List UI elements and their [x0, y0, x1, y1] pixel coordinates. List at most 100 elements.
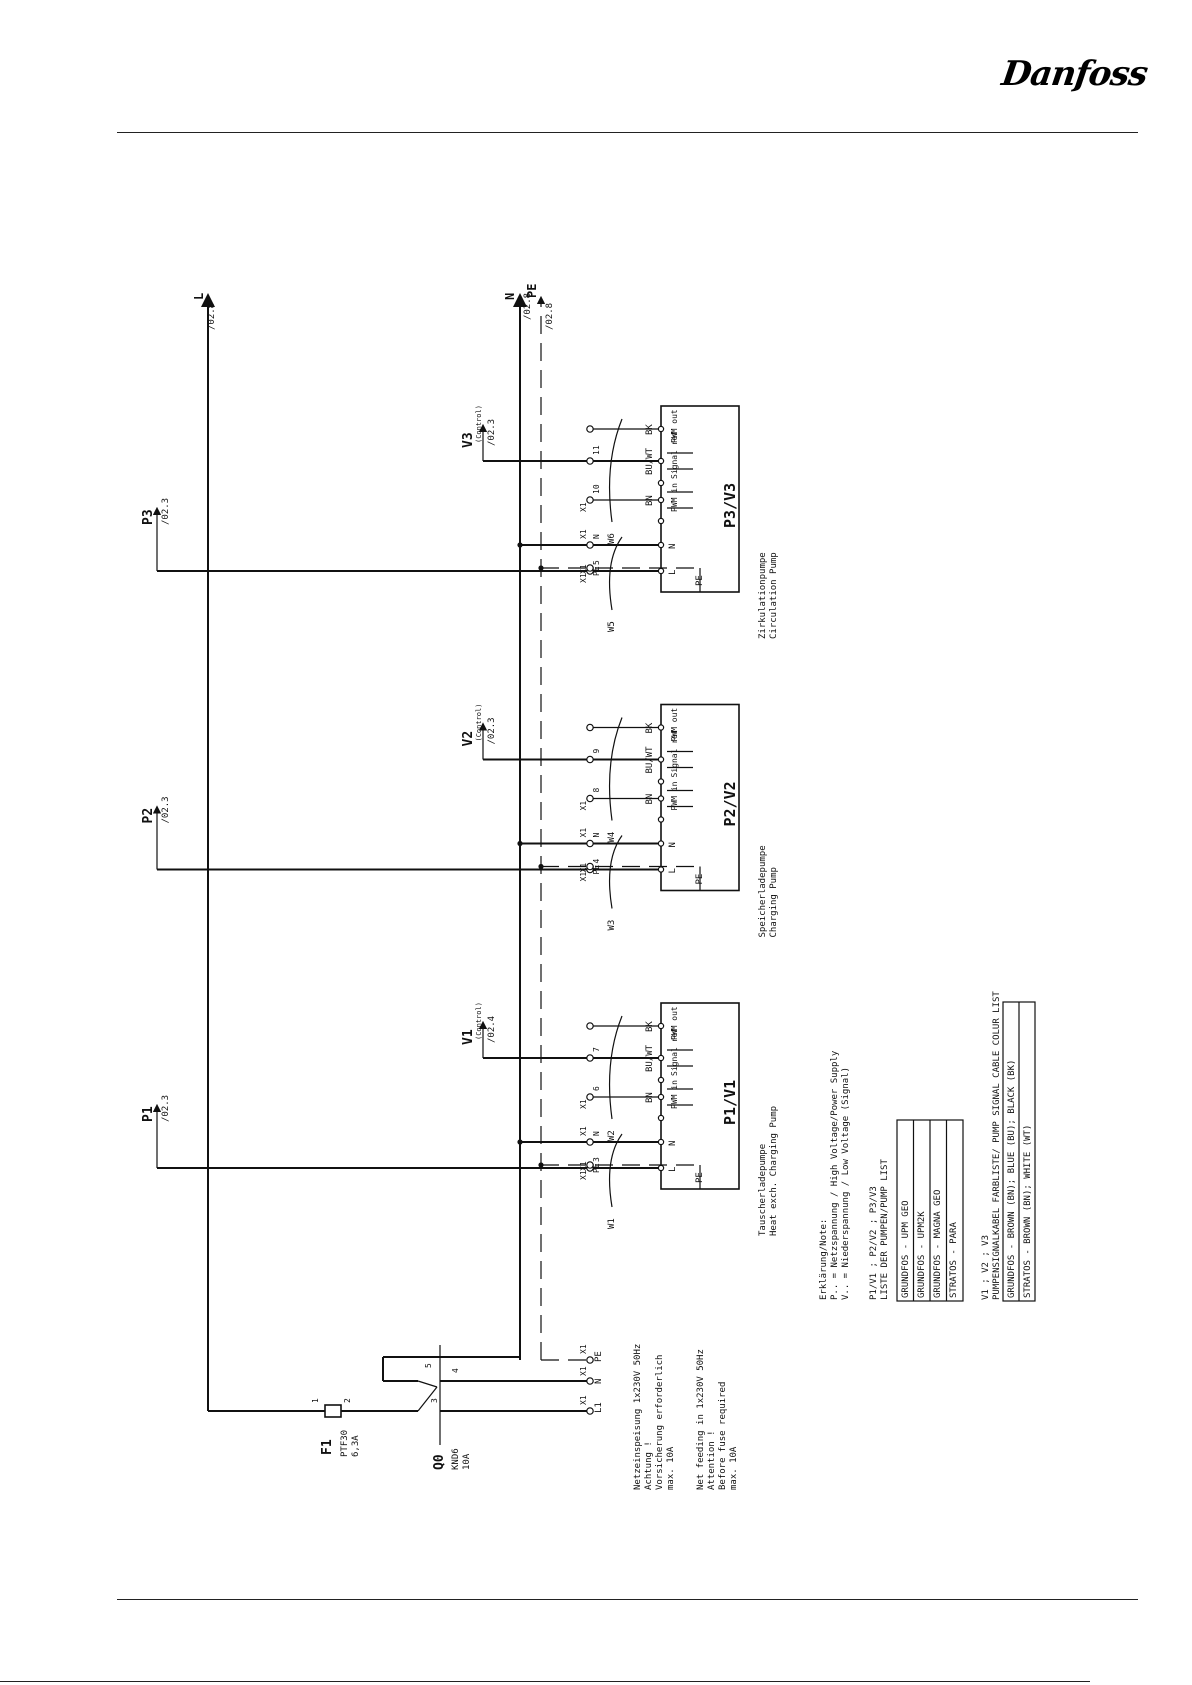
cable-bracket-power: [608, 536, 623, 611]
terminal-x1-n: [586, 1377, 594, 1385]
neutral-junction: [517, 542, 523, 548]
pin-pwm-out-label: PWM out: [670, 1006, 679, 1040]
terminal-number: 5: [592, 560, 601, 565]
control-output-ref: /02.4: [487, 1016, 497, 1043]
pin-dot: [657, 425, 665, 433]
terminal-x1-l1: [586, 1407, 594, 1415]
pin-signal-ref-label: Signal ref: [670, 729, 679, 777]
wire-color-buwt: BU/WT: [645, 447, 655, 475]
f1-label: F1: [320, 1439, 335, 1455]
terminal-n-label: N: [592, 534, 601, 539]
pump-list-head: LISTE DER PUMPEN/PUMP LIST: [880, 1159, 890, 1300]
terminal-n: [586, 541, 594, 549]
x1-label: X1: [579, 564, 588, 574]
pin-pwm-out-label: PWM out: [670, 409, 679, 443]
cable-label: W3: [607, 920, 617, 931]
supply-note-de: Vorsicherung erforderlich: [655, 1355, 665, 1490]
q0-label: Q0: [432, 1454, 447, 1470]
color-list-item: GRUNDFOS - BROWN (BN); BLUE (BU); BLACK …: [1007, 1060, 1017, 1298]
pin-dot: [657, 795, 665, 802]
supply-note-en: Attention !: [707, 1430, 717, 1490]
terminal-number-2: 2: [343, 1398, 352, 1403]
pump-list-head: P1/V1 ; P2/V2 ; P3/V3: [869, 1186, 879, 1300]
x1-label: X1: [579, 863, 588, 873]
x1-label: X1: [579, 1395, 588, 1405]
wire-color-bk: BK: [645, 1021, 655, 1032]
bottom-rule: [0, 1681, 1090, 1682]
x1-label: X1: [579, 1126, 588, 1136]
terminal-number: 10: [592, 484, 601, 494]
wire-color-bk: BK: [645, 424, 655, 435]
supply-note-de: max. 10A: [666, 1446, 676, 1490]
pump-desc-de: Tauscherladepumpe: [758, 1144, 768, 1236]
pin-pwm-in-label: PWM in: [670, 1080, 679, 1109]
cable-bracket-power: [608, 835, 623, 909]
pin-signal-ref-label: Signal ref: [670, 431, 679, 479]
f1-type: PTF30: [340, 1430, 350, 1457]
terminal-number-1: 1: [311, 1398, 320, 1403]
pe-bus-ref: /02.8: [545, 303, 555, 330]
cable-label: W5: [607, 621, 617, 632]
terminal-pwm-out: [586, 1022, 594, 1030]
x1-label: X1: [579, 872, 588, 882]
pin-dot: [657, 1138, 665, 1146]
pin-pwm-in-label: PWM in: [670, 483, 679, 512]
pump-output-ref: /02.3: [161, 1095, 171, 1122]
supply-note-en: Before fuse required: [718, 1382, 728, 1490]
terminal-pe: [586, 1161, 594, 1169]
terminal-number-4: 4: [451, 1368, 460, 1373]
static-wiring: [201, 293, 594, 1445]
control-output-label: V2: [461, 731, 476, 747]
x1-label: X1: [579, 1344, 588, 1354]
color-list-head: V1 ; V2 ; V3: [981, 1235, 991, 1300]
l-bus-ref: /02.8: [207, 303, 217, 330]
pump-name: P3/V3: [721, 483, 739, 528]
wire-color-buwt: BU/WT: [645, 1044, 655, 1072]
terminal-number: 8: [592, 788, 601, 793]
l1-label: L1: [594, 1402, 604, 1413]
pin-dot: [657, 724, 665, 731]
terminal-number: 4: [592, 859, 601, 864]
pin-l-label: L: [668, 1167, 678, 1172]
terminal-n: [586, 1138, 594, 1146]
pin-n-label: N: [668, 1141, 678, 1146]
pin-dot: [657, 1054, 665, 1062]
wire-color-bn: BN: [645, 1092, 655, 1103]
terminal-signal-1: [586, 794, 594, 803]
control-output-ref: /02.3: [487, 717, 497, 744]
neutral-junction: [517, 840, 523, 847]
pump-output-label: P2: [141, 808, 156, 824]
neutral-junction: [517, 1139, 523, 1145]
supply-note-en: Net feeding in 1x230V 50Hz: [696, 1349, 706, 1490]
x1-label: X1: [579, 1170, 588, 1180]
pin-pe-label: PE: [695, 874, 705, 885]
q0-switch-blade-2: [417, 1380, 438, 1388]
pump-block: [152, 703, 740, 909]
wire-color-bn: BN: [645, 495, 655, 506]
l-bus-label: L: [192, 293, 206, 300]
supply-n-label: N: [594, 1379, 604, 1384]
x1-label: X1: [579, 828, 588, 838]
n-bus-label: N: [503, 293, 517, 300]
pin-pe-label: PE: [695, 1172, 705, 1183]
terminal-number: 11: [592, 445, 601, 455]
x1-label: X1: [579, 1366, 588, 1376]
pe-bus-label: PE: [525, 284, 539, 298]
pin-l-label: L: [668, 570, 678, 575]
pump-list-item: STRATOS - PARA: [949, 1222, 959, 1298]
terminal-n: [586, 839, 594, 848]
footer-rule: [117, 1599, 1138, 1600]
control-output-ref: /02.3: [487, 419, 497, 446]
pin-dot: [657, 457, 665, 465]
pin-dot: [657, 567, 665, 575]
fuse-f1-body: [324, 1404, 342, 1418]
terminal-number-5: 5: [424, 1363, 433, 1368]
pump-output-ref: /02.3: [161, 498, 171, 525]
legend-line: P.. = Netzspannung / High Voltage/Power …: [830, 1050, 840, 1300]
terminal-signal-2: [586, 1054, 594, 1062]
supply-pe-label: PE: [594, 1351, 604, 1362]
pe-junction: [538, 565, 544, 571]
